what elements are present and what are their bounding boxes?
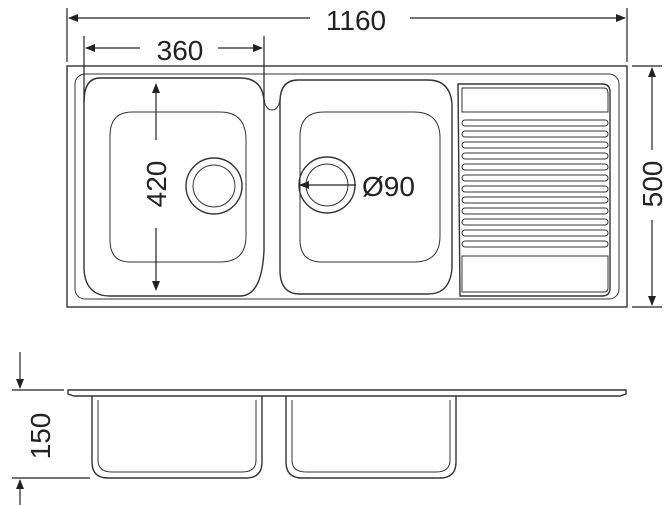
overall-width-label: 1160 <box>326 5 386 36</box>
drainboard-outline <box>457 83 611 297</box>
right-bowl-inner <box>299 111 441 263</box>
drain-groove <box>461 174 609 182</box>
left-drain-outer <box>185 157 243 215</box>
top-view <box>66 65 628 308</box>
drain-groove <box>461 152 609 160</box>
bowl-width-label: 360 <box>157 35 204 66</box>
drain-groove <box>461 196 609 204</box>
drain-groove <box>461 229 609 237</box>
drainboard-grooves <box>461 87 609 293</box>
drain-groove <box>461 240 609 248</box>
bowl-height-label: 150 <box>25 413 56 460</box>
left-bowl-inner <box>109 111 247 263</box>
left-drain-inner <box>192 164 236 208</box>
drain-groove <box>461 218 609 226</box>
drain-groove <box>461 185 609 193</box>
side-right-bowl-inner <box>291 400 451 473</box>
dimension-bowl-height: 150 <box>12 352 90 505</box>
drain-groove <box>461 207 609 215</box>
sink-inner-rim <box>74 73 620 300</box>
sink-outer-rim <box>66 65 628 308</box>
side-left-bowl <box>91 396 263 479</box>
right-bowl-outer <box>279 79 453 295</box>
drain-groove <box>461 130 609 138</box>
dimension-bowl-length: 420 <box>141 83 172 291</box>
dimension-overall-width: 1160 <box>66 5 628 62</box>
drainboard-bottom-panel <box>461 255 609 293</box>
bowl-divider <box>263 99 281 111</box>
drain-groove <box>461 163 609 171</box>
side-view <box>67 389 627 479</box>
side-rim <box>67 389 627 397</box>
bowl-length-label: 420 <box>141 161 172 208</box>
drain-groove <box>461 119 609 127</box>
drain-diameter-label: Ø90 <box>362 171 415 202</box>
side-right-bowl <box>285 396 457 479</box>
dimension-bowl-width: 360 <box>83 35 265 102</box>
overall-depth-label: 500 <box>637 161 668 208</box>
left-bowl-outer <box>83 77 265 297</box>
drainboard-top-panel <box>461 87 609 113</box>
dimension-overall-depth: 500 <box>632 65 668 308</box>
drain-groove <box>461 141 609 149</box>
side-left-bowl-inner <box>97 400 257 473</box>
